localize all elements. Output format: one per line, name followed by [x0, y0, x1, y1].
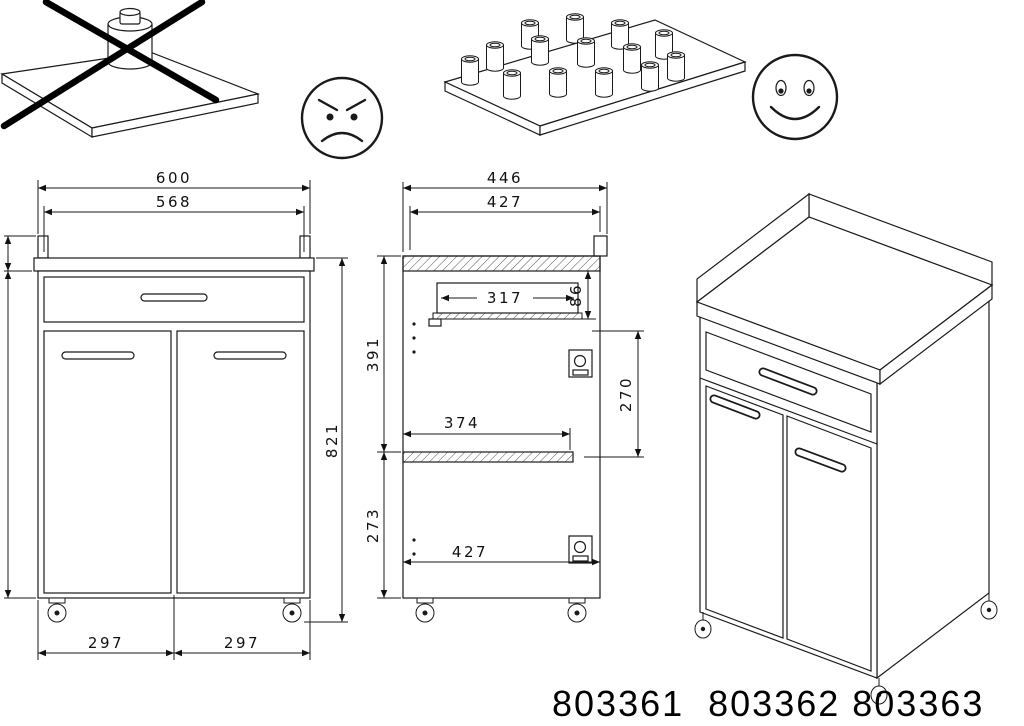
dim-front-overall-height: 821 [323, 422, 341, 458]
hinge-upper [568, 349, 593, 378]
drawer-bottom-section [432, 312, 583, 320]
dim-side-overall-depth: 446 [487, 169, 523, 187]
caster [415, 597, 435, 623]
door-right [176, 330, 305, 594]
side-view-drawing: 446 427 317 86 391 273 270 374 427 [364, 169, 644, 623]
dim-lower-height: 273 [364, 507, 382, 543]
worktop [33, 257, 315, 272]
caster [694, 611, 712, 639]
door-right-handle [213, 351, 287, 360]
iso-worktop-side-edge [879, 283, 993, 386]
upstand-left [37, 235, 49, 259]
side-upstand [593, 235, 608, 257]
iso-door-right [786, 415, 872, 672]
front-view-dimensions [4, 180, 348, 660]
top-panel-section [402, 255, 601, 272]
dim-front-right-door-width: 297 [224, 634, 260, 652]
dim-upper-height: 391 [364, 336, 382, 372]
iso-drawer-door-separator [699, 377, 878, 445]
dim-front-inner-width: 568 [156, 193, 192, 211]
angry-face-icon [300, 76, 384, 160]
drawer-front [43, 276, 305, 323]
product-codes: 803361 803362 803363 [552, 683, 985, 724]
dim-front-left-door-width: 297 [88, 634, 124, 652]
dim-inner-depth: 427 [452, 543, 488, 561]
shelf-pin-holes [412, 322, 416, 556]
drawer-handle [140, 293, 208, 302]
happy-face-icon [751, 53, 839, 141]
front-view-drawing: 600 568 821 297 297 [4, 169, 348, 660]
iso-drawer-front [705, 331, 872, 433]
caster [282, 597, 302, 623]
door-left [43, 330, 172, 594]
cross-out-mark [0, 0, 220, 130]
dim-drawer-height: 86 [567, 283, 585, 307]
shelf-section [402, 451, 574, 463]
upstand-right [299, 235, 311, 259]
dim-shelf-depth: 374 [444, 414, 480, 432]
iso-door-left [705, 385, 784, 639]
dim-drawer-depth: 317 [487, 289, 523, 307]
door-left-handle [61, 351, 135, 360]
caster [567, 597, 587, 623]
drawer-slide-bracket [428, 318, 442, 327]
dim-hinge-distance: 270 [617, 376, 635, 412]
side-view-dimensions [377, 182, 644, 599]
iso-handles [709, 367, 847, 473]
caster [47, 597, 67, 623]
dim-side-top-depth: 427 [487, 193, 523, 211]
isometric-view-drawing [694, 192, 998, 705]
warning-wrong-usage-illustration [0, 0, 261, 139]
dim-front-overall-width: 600 [156, 169, 192, 187]
correct-usage-illustration [443, 13, 747, 136]
cabinet-body [37, 270, 311, 599]
